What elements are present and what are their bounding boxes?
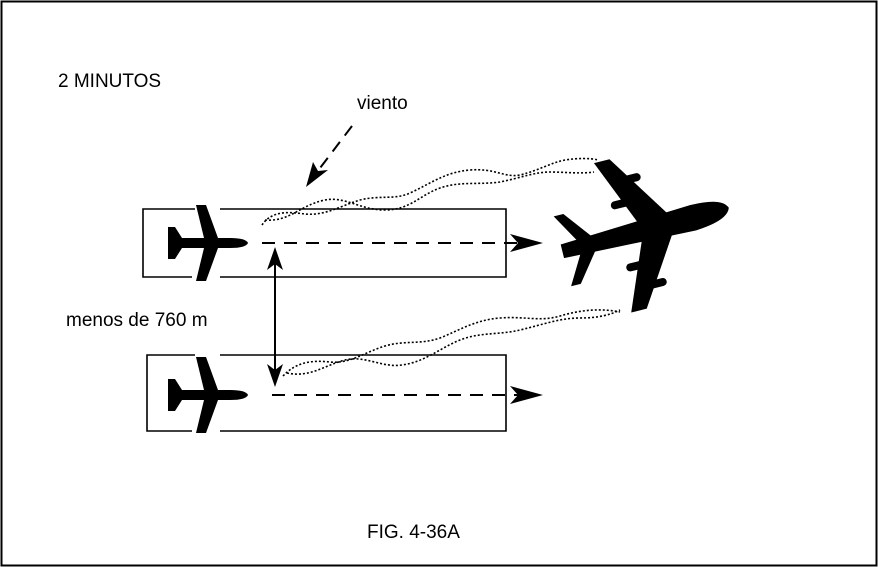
- aircraft-icon-upper: [168, 205, 248, 281]
- separation-arrow: [267, 247, 283, 387]
- wake-turbulence-lower: [282, 309, 621, 377]
- wind-label: viento: [357, 93, 408, 114]
- upper-flight-path: [262, 234, 543, 252]
- time-label: 2 MINUTOS: [58, 71, 162, 92]
- aircraft-icon-lower: [168, 357, 248, 433]
- wake-turbulence-upper: [261, 157, 599, 226]
- figure-caption: FIG. 4-36A: [367, 522, 460, 543]
- large-aircraft-icon: [553, 159, 729, 313]
- separation-label: menos de 760 m: [66, 310, 208, 331]
- lower-flight-path: [272, 386, 543, 404]
- wind-arrow: [306, 125, 353, 187]
